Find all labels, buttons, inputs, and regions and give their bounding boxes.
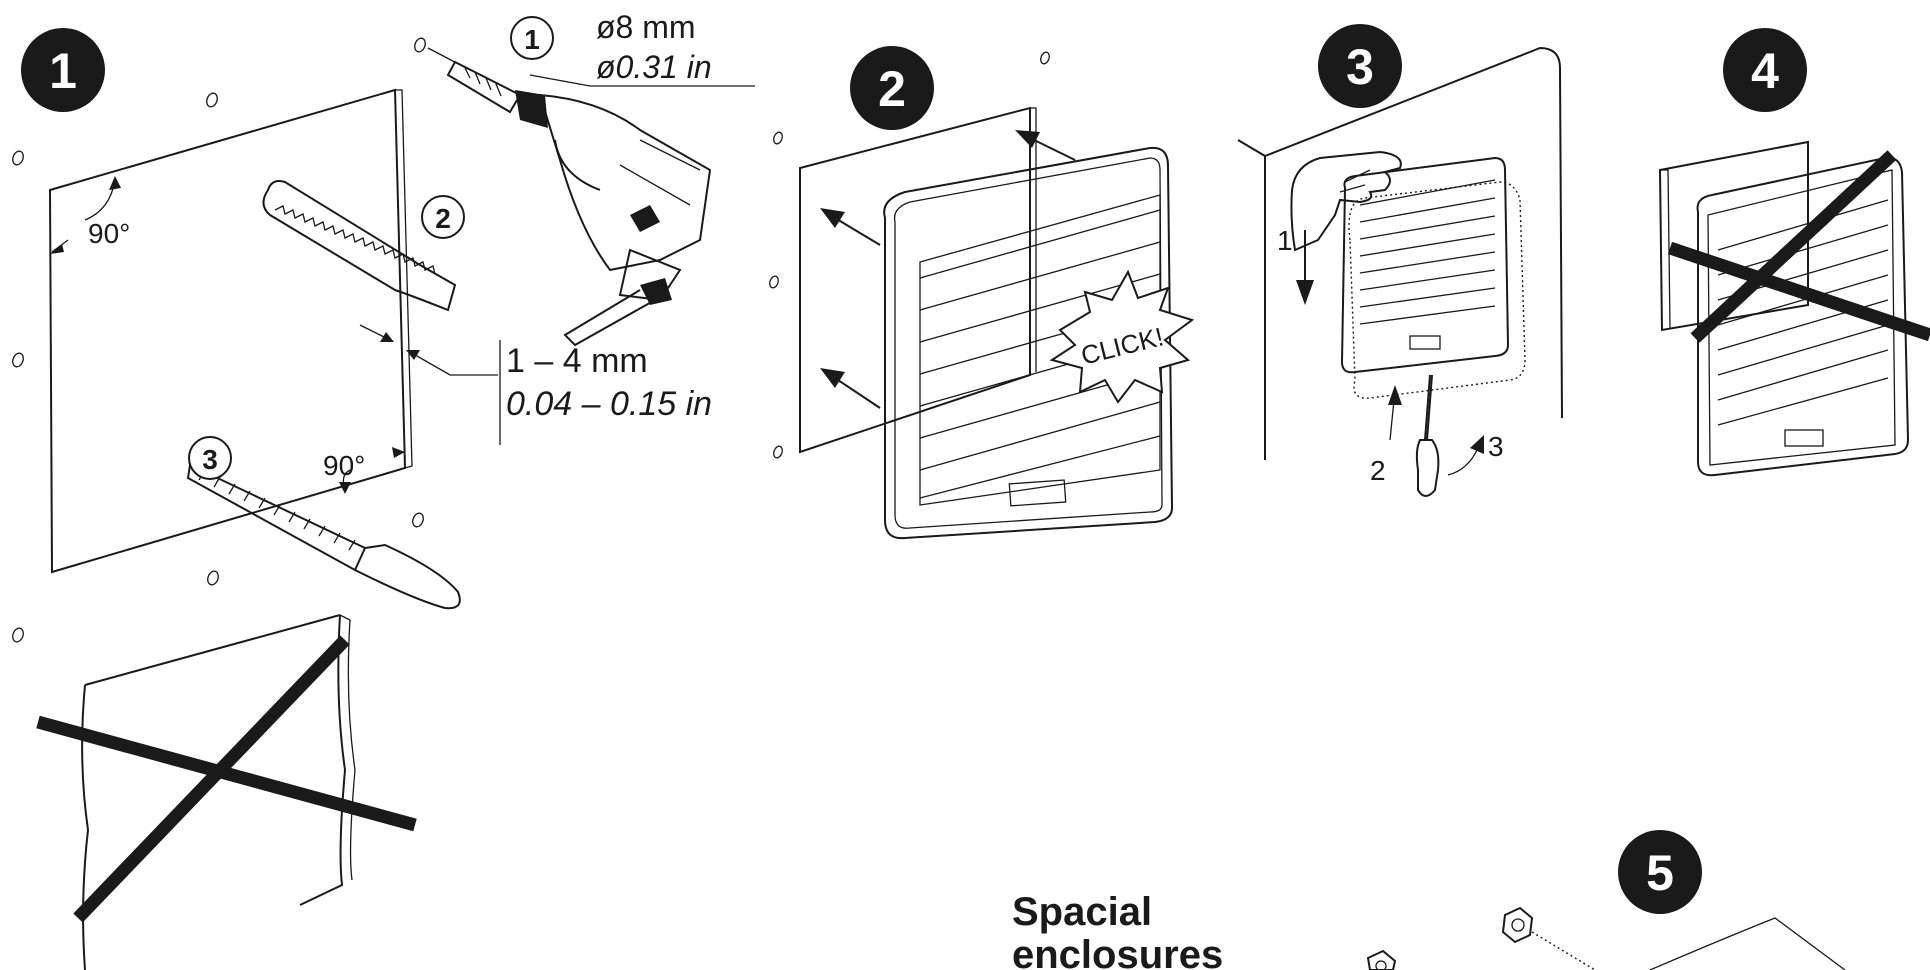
svg-text:1: 1	[49, 43, 77, 99]
panel-step-5: 5 Spacial enclosures	[1012, 830, 1846, 970]
substep-drill-badge: 1	[510, 16, 554, 60]
thickness-dimension: 1 – 4 mm 0.04 – 0.15 in	[359, 324, 712, 445]
fan-grille-4	[1696, 156, 1910, 477]
drill-diameter-mm: ø8 mm	[596, 9, 696, 45]
spacial-caption-line2: enclosures	[1012, 933, 1223, 970]
file-icon	[186, 463, 461, 610]
thickness-mm: 1 – 4 mm	[506, 342, 648, 380]
svg-text:3: 3	[1346, 39, 1374, 95]
click-burst: CLICK!	[1049, 269, 1195, 404]
svg-text:5: 5	[1646, 845, 1674, 901]
step-5-badge: 5	[1618, 830, 1702, 914]
insert-arrows	[820, 130, 1076, 409]
substep-saw-badge: 2	[421, 195, 465, 239]
fan-grille-2	[883, 146, 1174, 540]
angle-side-mark: 90°	[323, 447, 405, 494]
svg-text:1: 1	[1277, 225, 1293, 256]
svg-text:90°: 90°	[88, 218, 130, 249]
svg-text:3: 3	[1488, 431, 1504, 462]
fan-grille-3	[1340, 156, 1526, 399]
mounting-holes	[12, 92, 424, 643]
svg-text:2: 2	[1370, 455, 1386, 486]
svg-text:4: 4	[1751, 43, 1779, 99]
removal-arrows: 1 2 3	[1277, 225, 1504, 486]
screwdriver-icon	[1415, 374, 1440, 497]
panel-step-2: 2 CLICK!	[769, 46, 1195, 540]
thickness-in: 0.04 – 0.15 in	[506, 385, 712, 423]
substep-file-badge: 3	[188, 436, 232, 480]
step-2-badge: 2	[850, 46, 934, 130]
incorrect-cut-example	[36, 614, 417, 970]
drill-icon	[414, 37, 712, 347]
nut-icon-2	[1366, 949, 1397, 970]
panel-step-3: 3 1 2 3	[1237, 24, 1563, 497]
drill-diameter-in: ø0.31 in	[596, 49, 712, 85]
angle-top-mark: 90°	[50, 176, 130, 254]
nut-icon	[1501, 906, 1534, 944]
step-4-badge: 4	[1723, 28, 1807, 112]
incorrect-mount-cross	[1667, 150, 1930, 343]
svg-text:3: 3	[202, 444, 218, 475]
step-3-badge: 3	[1318, 24, 1402, 108]
saw-icon	[262, 180, 457, 312]
wall-panel	[799, 106, 1031, 454]
svg-text:2: 2	[435, 203, 451, 234]
panel-step-4: 4	[1658, 28, 1930, 477]
spacial-caption-line1: Spacial	[1012, 890, 1152, 934]
svg-text:1: 1	[524, 24, 540, 55]
svg-text:2: 2	[878, 61, 906, 117]
svg-text:90°: 90°	[323, 450, 365, 481]
panel-step-1: 1 90°	[12, 9, 755, 970]
step-1-badge: 1	[21, 28, 105, 112]
